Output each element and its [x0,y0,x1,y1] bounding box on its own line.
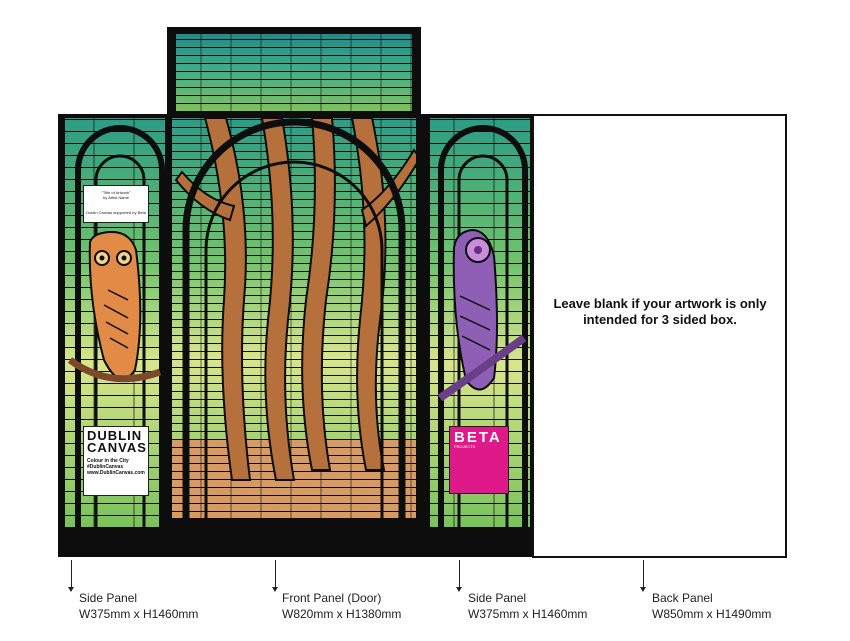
beta-projects-logo: BETA PROJECTS [449,426,509,494]
side-panel-right-pointer [456,560,462,592]
front-panel-glass [172,118,416,518]
left-arch [75,125,165,528]
front-panel-pointer [272,560,278,592]
side-panel-left-pointer [68,560,74,592]
back-panel-note: Leave blank if your artwork is only inte… [553,296,767,327]
dublin-canvas-logo: DUBLIN CANVAS Colour in the City #Dublin… [83,426,149,496]
back-panel [532,114,787,558]
orange-owl [67,230,162,383]
artwork-title-card: "Title of Artwork" by Artist Name Dublin… [83,185,149,223]
right-arch [438,125,528,528]
back-panel-pointer [640,560,646,592]
purple-owl [437,228,527,402]
front-panel-label: Front Panel (Door)W820mm x H1380mm [282,591,402,621]
door-arch [182,118,406,518]
